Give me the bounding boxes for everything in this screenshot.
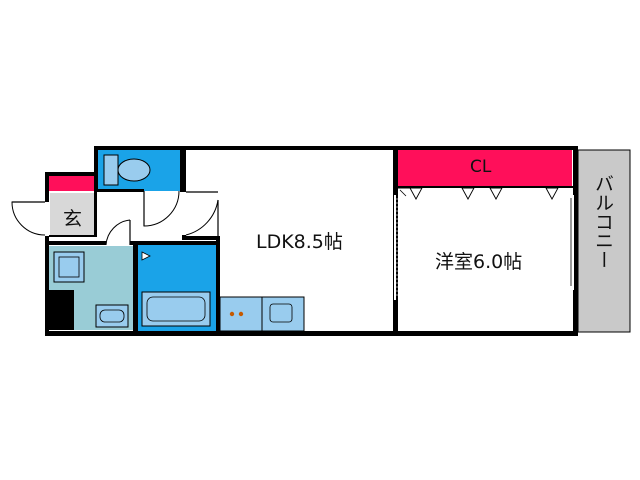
ldk-label: LDK8.5帖 [256,231,343,253]
entrance-label: 玄 [63,208,83,230]
closet-label: CL [470,157,492,177]
balcony-label: バルコニー [592,174,614,269]
bathtub [141,291,211,327]
balcony-fill [577,149,631,333]
toilet-bowl [117,158,151,182]
washroom-door [105,219,131,246]
washing-machine [53,251,85,283]
stove-burner-1 [229,311,235,317]
entrance-fill [50,193,94,236]
washbasin [95,304,129,328]
toilet-door [143,190,180,227]
kitchen-sink [269,303,293,323]
shoe-box [49,176,94,191]
entrance-door [11,201,46,236]
washing-machine-inner [58,256,80,278]
stove-burner-2 [238,311,244,317]
toilet-tank [103,154,119,186]
western-room-floor [398,188,572,332]
bath-door-mark [141,251,151,261]
western-room-label: 洋室6.0帖 [435,251,523,273]
pipe-space [47,290,74,330]
closet-doors [409,187,559,200]
bathtub-inner [146,296,206,322]
closet-fill [398,150,572,187]
washbasin-inner [99,309,125,323]
